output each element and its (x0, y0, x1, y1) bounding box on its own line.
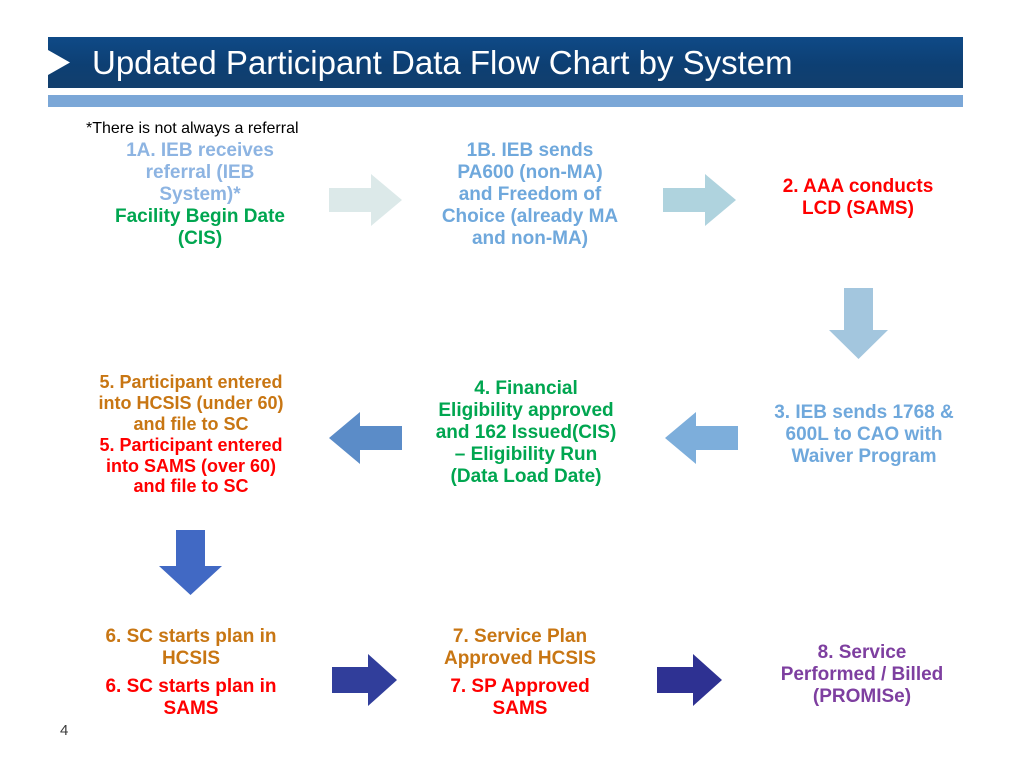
arrow-7-to-8-icon (657, 652, 723, 708)
node-5-line-2: into HCSIS (under 60) (98, 392, 284, 413)
node-3-line-2: 600L to CAO with (785, 424, 943, 446)
node-1a-line-1: 1A. IEB receives (126, 140, 274, 161)
node-6-line-2: HCSIS (161, 648, 221, 670)
node-4-line-3: and 162 Issued(CIS) (435, 422, 617, 444)
node-2: 2. AAA conducts LCD (SAMS) (752, 176, 964, 220)
node-1a-line-5: (CIS) (177, 228, 223, 250)
arrow-2-to-3-icon (828, 288, 890, 360)
node-3-line-3: Waiver Program (791, 446, 937, 468)
node-1b: 1B. IEB sends PA600 (non-MA) and Freedom… (414, 140, 646, 250)
node-4-line-1: 4. Financial (474, 378, 578, 399)
node-6-line-3: 6. SC starts plan in (105, 676, 277, 698)
node-5: 5. Participant entered into HCSIS (under… (72, 372, 310, 497)
node-5-line-4: 5. Participant entered (99, 434, 283, 455)
node-1b-line-3: and Freedom of (458, 184, 602, 206)
node-4-line-2: Eligibility approved (438, 400, 614, 422)
node-8: 8. Service Performed / Billed (PROMISe) (748, 642, 976, 708)
node-2-line-1: 2. AAA conducts (782, 176, 934, 197)
node-1b-line-1: 1B. IEB sends (466, 140, 594, 161)
node-2-line-2: LCD (SAMS) (802, 198, 914, 220)
node-8-line-2: Performed / Billed (780, 664, 944, 686)
node-1b-line-4: Choice (already MA (441, 206, 619, 228)
node-8-line-3: (PROMISe) (812, 686, 912, 708)
node-6-line-4: SAMS (163, 698, 219, 720)
node-1a-line-2: referral (IEB (145, 162, 255, 184)
node-7-line-3: 7. SP Approved (450, 676, 590, 698)
node-1b-line-2: PA600 (non-MA) (457, 162, 603, 184)
node-4-line-4: – Eligibility Run (454, 444, 598, 466)
node-1a: 1A. IEB receives referral (IEB System)* … (86, 140, 314, 250)
referral-footnote: *There is not always a referral (86, 120, 299, 137)
node-5-line-3: and file to SC (133, 413, 249, 434)
node-8-line-1: 8. Service (817, 642, 907, 663)
slide-title-bar: Updated Participant Data Flow Chart by S… (48, 37, 963, 88)
node-7-line-1: 7. Service Plan (452, 626, 588, 647)
node-1b-line-5: and non-MA) (471, 228, 589, 250)
page-title: Updated Participant Data Flow Chart by S… (92, 44, 793, 81)
node-5-line-1: 5. Participant entered (99, 372, 283, 392)
arrow-3-to-4-icon (665, 410, 739, 466)
node-3-line-1: 3. IEB sends 1768 & (774, 402, 954, 423)
node-1a-line-4: Facility Begin Date (115, 206, 285, 228)
arrow-4-to-5-icon (329, 410, 403, 466)
node-1a-line-3: System)* (159, 184, 241, 206)
title-chevron-icon (48, 37, 82, 88)
node-6-line-1: 6. SC starts plan in (105, 626, 277, 647)
node-4-line-5: (Data Load Date) (450, 466, 602, 488)
node-7-line-4: SAMS (492, 698, 548, 720)
arrow-5-to-6-icon (158, 530, 224, 596)
arrow-1b-to-2-icon (663, 172, 737, 228)
arrow-6-to-7-icon (332, 652, 398, 708)
node-6: 6. SC starts plan in HCSIS 6. SC starts … (72, 626, 310, 720)
title-underline-bar (48, 95, 963, 107)
node-7-line-2: Approved HCSIS (443, 648, 597, 670)
node-4: 4. Financial Eligibility approved and 16… (406, 378, 646, 488)
arrow-1a-to-1b-icon (329, 172, 403, 228)
node-5-line-5: into SAMS (over 60) (105, 455, 277, 476)
node-7: 7. Service Plan Approved HCSIS 7. SP App… (404, 626, 636, 720)
page-number: 4 (60, 722, 69, 739)
node-5-line-6: and file to SC (133, 476, 249, 497)
node-3: 3. IEB sends 1768 & 600L to CAO with Wai… (752, 402, 976, 468)
